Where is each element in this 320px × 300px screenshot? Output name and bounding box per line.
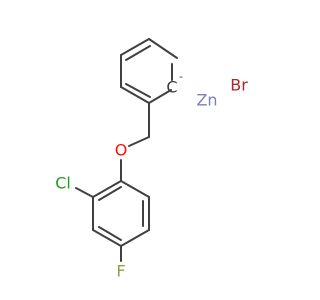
chlorine-atom-label: Cl: [55, 174, 71, 193]
double-bond-inner: [98, 226, 122, 241]
carbanion-atom-label: C: [166, 78, 177, 97]
double-bond-inner: [98, 186, 122, 201]
fluorine-atom-label: F: [116, 262, 125, 281]
upper-benzene-ring: [120, 38, 178, 104]
negative-charge-label: -: [179, 70, 183, 83]
structure-svg: C - Zn Br O Cl F: [55, 38, 248, 281]
double-bond-inner: [125, 45, 151, 61]
bond: [75, 187, 94, 198]
bond: [120, 86, 150, 104]
lower-benzene-ring: [92, 159, 150, 247]
methylene-linker: [128, 102, 150, 147]
molecule-diagram: C - Zn Br O Cl F: [55, 38, 249, 281]
bond: [92, 180, 122, 198]
bond: [92, 229, 122, 247]
bond: [120, 38, 150, 56]
bond: [148, 89, 172, 104]
zinc-atom-label: Zn: [196, 91, 217, 110]
bromine-atom-label: Br: [230, 76, 248, 95]
oxygen-atom-label: O: [115, 141, 128, 160]
bond: [120, 229, 150, 247]
bond: [148, 38, 178, 59]
bond: [120, 180, 150, 198]
bond: [128, 136, 150, 147]
double-bond-inner: [125, 83, 151, 98]
